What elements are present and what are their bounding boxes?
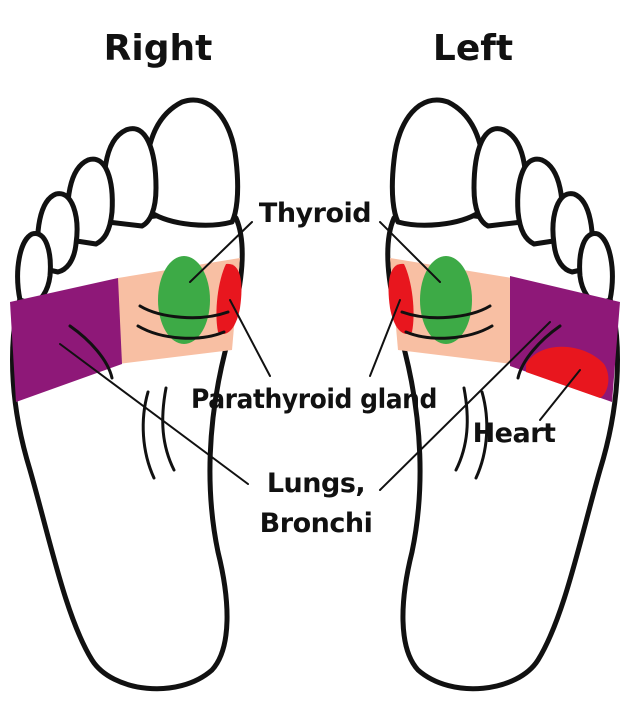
leader-parathyroid-right	[229, 299, 271, 377]
left-foot-crease-3	[516, 324, 562, 380]
right-foot-crease-4	[141, 390, 156, 480]
left-parathyroid-zone	[388, 263, 414, 334]
right-foot-big-toe	[143, 97, 241, 228]
label-thyroid: Thyroid	[259, 198, 371, 229]
leader-lungs-right	[59, 343, 249, 485]
left-foot-toe-5	[577, 231, 615, 307]
left-foot-crease-4	[474, 390, 489, 480]
left-foot-crease-5	[454, 386, 469, 472]
leader-heart	[539, 369, 581, 421]
left-foot-crease-2	[404, 324, 494, 340]
leader-thyroid-right	[189, 221, 253, 283]
left-foot-crease-1	[400, 304, 492, 320]
label-parathyroid-gland: Parathyroid gland	[191, 384, 437, 415]
left-foot-big-toe	[389, 97, 487, 228]
right-lungs-zone	[10, 278, 122, 402]
heading-left: Left	[433, 28, 513, 69]
right-foot-crease-5	[161, 386, 176, 472]
label-heart: Heart	[473, 418, 556, 449]
right-foot-crease-1	[138, 304, 230, 320]
label-lungs: Lungs,	[267, 468, 365, 499]
leader-parathyroid-left	[369, 299, 401, 377]
left-heart-zone	[526, 346, 609, 398]
label-bronchi: Bronchi	[260, 508, 373, 539]
right-thyroid-zone	[158, 256, 210, 344]
right-foot-toe-5	[15, 231, 53, 307]
right-foot-crease-2	[136, 324, 226, 340]
right-foot-crease-3	[68, 324, 114, 380]
leader-thyroid-left	[379, 221, 441, 283]
leader-lungs-left	[379, 321, 551, 491]
heading-right: Right	[104, 28, 213, 69]
left-thyroid-zone	[420, 256, 472, 344]
right-parathyroid-zone	[216, 263, 242, 334]
